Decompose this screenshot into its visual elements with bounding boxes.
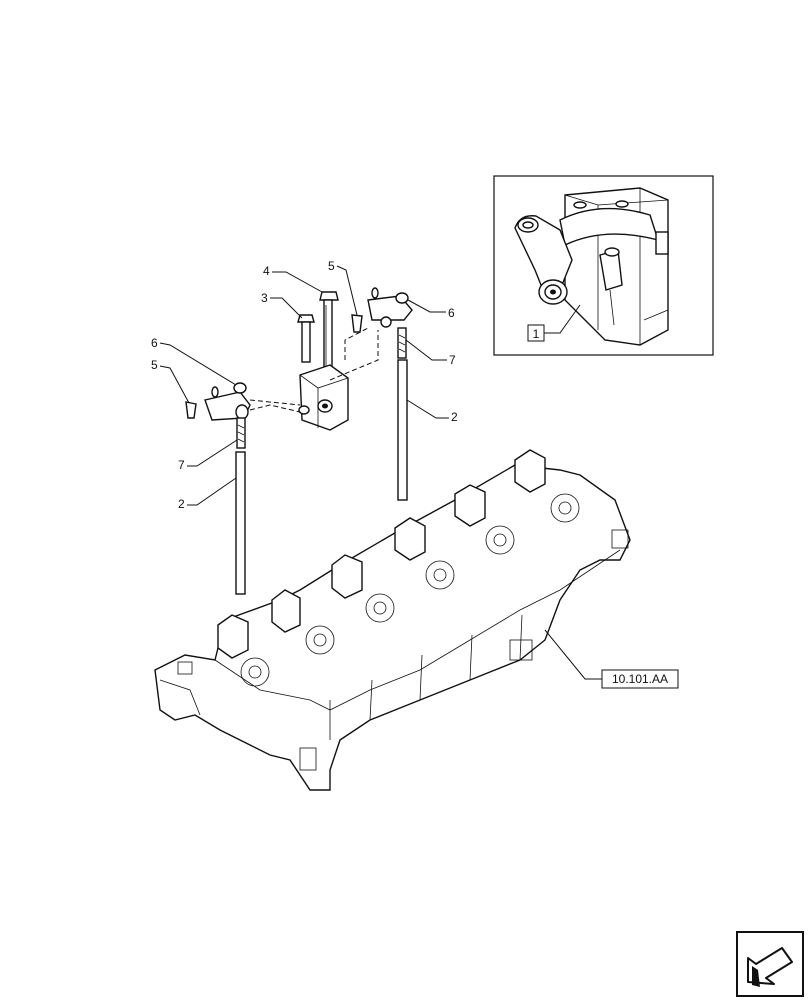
- callout-6-right: 6: [448, 306, 455, 320]
- rocker-arm-left: [185, 382, 251, 449]
- callout-5-top: 5: [328, 259, 335, 273]
- inset-detail: 1: [493, 175, 714, 356]
- screw-5-top: [351, 314, 363, 333]
- rocker-arm-right: [351, 287, 413, 359]
- adjuster-7-left: [236, 417, 246, 449]
- push-rod-2-left: [235, 451, 246, 595]
- callout-6-left: 6: [151, 336, 158, 350]
- bolt-3: [297, 314, 315, 363]
- callout-4: 4: [263, 264, 270, 278]
- next-page-arrow-icon[interactable]: [736, 931, 804, 997]
- push-rod-2-right: [397, 359, 408, 501]
- callout-2-right: 2: [451, 410, 458, 424]
- reference-10-101-aa: 10.101.AA: [544, 629, 679, 689]
- leader-1: [544, 304, 581, 334]
- callout-7-right: 7: [449, 353, 456, 367]
- adjuster-7-right: [397, 327, 407, 359]
- screw-5-left: [185, 401, 197, 419]
- rocker-pedestal: [298, 364, 349, 431]
- nut-6-left: [233, 382, 247, 394]
- nut-6-right: [395, 292, 409, 304]
- callout-2-left: 2: [178, 497, 185, 511]
- callout-1: 1: [533, 327, 540, 341]
- rocker-assembly-detail-drawing: [514, 187, 669, 346]
- cylinder-head: [154, 449, 631, 791]
- callout-5-left: 5: [151, 358, 158, 372]
- callout-3: 3: [261, 291, 268, 305]
- callout-7-left: 7: [178, 458, 185, 472]
- callouts: 4 5 3 6 7 6 5 2 7 2: [151, 259, 458, 511]
- reference-label: 10.101.AA: [612, 672, 668, 686]
- valve-train-components: [185, 287, 413, 595]
